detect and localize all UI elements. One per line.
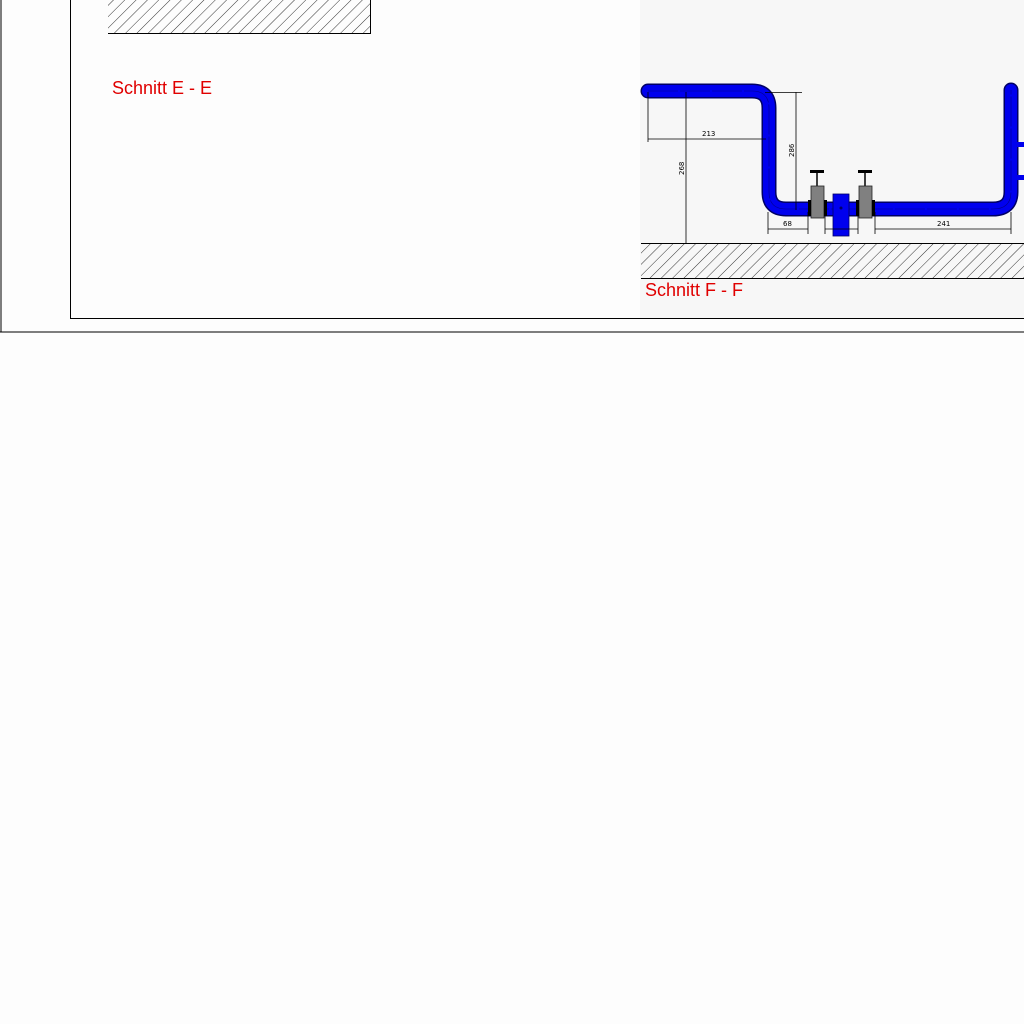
section-f-ground-hatch xyxy=(641,243,1024,279)
dimension-241: 241 xyxy=(937,220,950,228)
dimension-213: 213 xyxy=(702,130,715,138)
gate-valve-right xyxy=(856,170,875,219)
dimension-lines xyxy=(647,92,1012,243)
gate-valve-left xyxy=(808,170,827,219)
section-f-label: Schnitt F - F xyxy=(645,280,743,300)
section-e-label: Schnitt E - E xyxy=(112,78,212,98)
pump xyxy=(832,193,850,237)
dimension-68: 68 xyxy=(783,220,792,228)
dimension-286: 286 xyxy=(788,143,796,157)
section-e-ground-hatch xyxy=(108,0,371,34)
drawing-frame xyxy=(0,0,1024,333)
pipe xyxy=(640,82,1024,217)
dimension-268: 268 xyxy=(678,162,686,175)
